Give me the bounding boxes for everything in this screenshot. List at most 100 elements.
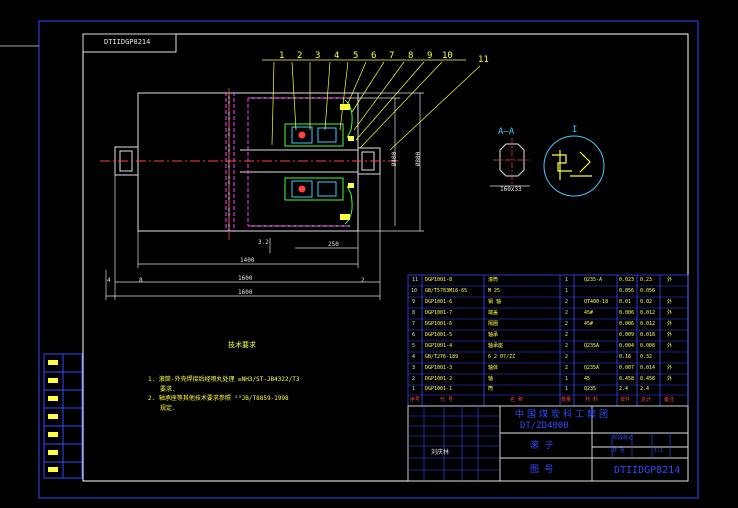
part-no: 7 (412, 321, 416, 327)
note-line: 2. 轴承座等其他技术要求参照 ²³JB/T8859-1998 (148, 395, 289, 402)
part-qty: 2 (565, 321, 569, 327)
part-weight-total: 0.014 (640, 365, 656, 371)
part-weight-total: 0.056 (640, 288, 656, 294)
header-cell: 单件 (620, 397, 631, 403)
part-code: DGP1001-1 (425, 386, 453, 392)
part-code: DGP1001-5 (425, 332, 453, 338)
part-weight-total: 0.008 (640, 343, 656, 349)
part-qty: 2 (565, 343, 569, 349)
drawing-no-label: 图 号 (530, 465, 554, 475)
header-cell: 名 称 (510, 397, 524, 403)
part-name: 轴承 (488, 332, 499, 338)
notes-heading: 技术要求 (228, 341, 256, 349)
part-weight-unit: 0.023 (619, 277, 635, 283)
dimension-text: 4 (107, 277, 111, 284)
part-weight-total: 0.018 (640, 332, 656, 338)
part-weight-unit: 0.056 (619, 288, 635, 294)
part-no: 11 (412, 277, 419, 283)
dimension-text: 1400 (240, 257, 255, 264)
dimension-text: 8 (139, 277, 143, 284)
model-number: DT/ZD4000 (520, 421, 569, 431)
part-number: 7 (389, 51, 395, 61)
part-number: 5 (353, 51, 359, 61)
part-number: 4 (334, 51, 340, 61)
part-number: 3 (315, 51, 321, 61)
part-no: 8 (412, 310, 416, 316)
part-note: 外 (667, 365, 673, 371)
header-cell: 备注 (664, 397, 675, 403)
part-qty: 1 (565, 288, 569, 294)
part-weight-unit: 2.4 (619, 386, 629, 392)
part-no: 1 (412, 386, 416, 392)
part-material: QT400-18 (584, 299, 609, 305)
stage-label: 阶段标记 (613, 435, 634, 441)
part-no: 10 (411, 288, 418, 294)
part-note: 外 (667, 299, 673, 305)
part-qty: 2 (565, 354, 569, 360)
drawing-tag: DTIIDGP8214 (104, 38, 151, 46)
part-weight-total: 0.02 (640, 299, 653, 305)
part-no: 5 (412, 343, 416, 349)
dimension-text: 250 (328, 241, 339, 248)
part-weight-total: 0.012 (640, 310, 656, 316)
part-qty: 2 (565, 310, 569, 316)
part-weight-total: 2.4 (640, 386, 650, 392)
part-code: DGP1001-7 (425, 310, 453, 316)
part-material: 45 (584, 376, 591, 382)
part-note: 外 (667, 277, 673, 283)
part-number: 8 (408, 51, 414, 61)
part-name: 6 2 07/ZZ (488, 354, 516, 360)
part-material: Q235-A (584, 277, 603, 283)
part-weight-unit: 0.007 (619, 365, 635, 371)
part-material: 45# (584, 310, 594, 316)
part-material: 45# (584, 321, 594, 327)
part-qty: 2 (565, 365, 569, 371)
part-weight-total: 0.012 (640, 321, 656, 327)
part-name: M 25 (488, 288, 501, 294)
part-material: Q235A (584, 343, 600, 349)
detail-label: I (572, 125, 578, 135)
header-cell: 总计 (641, 397, 652, 403)
part-weight-unit: 0.01 (619, 299, 632, 305)
part-weight-unit: 0.009 (619, 332, 635, 338)
part-no: 3 (412, 365, 416, 371)
part-code: DGP1001-6 (425, 299, 453, 305)
part-name: 轴承座 (488, 343, 504, 349)
note-line: 规定. (160, 405, 176, 412)
part-qty: 1 (565, 386, 569, 392)
part-no: 2 (412, 376, 416, 382)
section-label: A—A (498, 127, 515, 137)
part-number: 11 (478, 55, 489, 65)
dimension-text: 1600 (238, 275, 253, 282)
header-cell: 序号 (410, 397, 421, 403)
part-material: Q235A (584, 365, 600, 371)
part-name: 轴体 (488, 365, 499, 371)
header-cell: 数量 (561, 397, 572, 403)
part-code: DGP1001-2 (425, 376, 453, 382)
note-line: 要求. (160, 386, 176, 393)
part-number: 2 (297, 51, 303, 61)
part-number: 10 (442, 51, 453, 61)
company-name: 中国煤炭科工集团 (515, 410, 612, 420)
part-number: 6 (371, 51, 377, 61)
part-weight-unit: 0.004 (619, 343, 635, 349)
part-qty: 1 (565, 376, 569, 382)
part-code: GB/T276-189 (425, 354, 459, 360)
part-title: 滚 子 (530, 441, 554, 451)
dimension-text: 3.2 (258, 239, 269, 246)
dimension-text: 160x33 (500, 186, 522, 193)
part-number: 1 (279, 51, 285, 61)
dimension-text: Ø400 (391, 151, 399, 167)
part-code: DGP1001-3 (425, 365, 453, 371)
scale-value: 1:1 (654, 448, 664, 454)
part-name: 轴 (488, 376, 494, 382)
part-note: 外 (667, 332, 673, 338)
part-weight-unit: 0.458 (619, 376, 635, 382)
part-note: 外 (667, 376, 673, 382)
part-weight-total: 0.23 (640, 277, 653, 283)
header-cell: 代 号 (440, 397, 454, 403)
part-material: Q235 (584, 386, 597, 392)
part-note: 外 (667, 343, 673, 349)
part-code: DGP1001-6 (425, 321, 453, 327)
